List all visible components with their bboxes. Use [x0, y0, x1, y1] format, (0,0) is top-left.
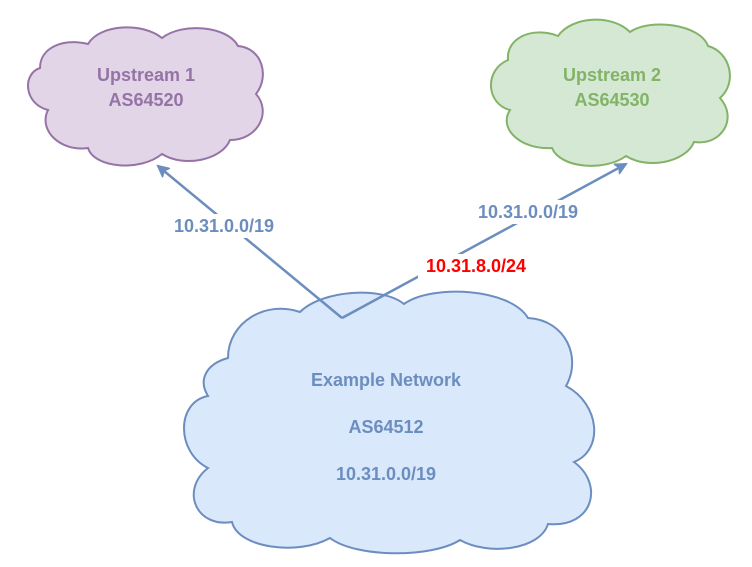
edge-label-upstream-1: 10.31.0.0/19: [173, 216, 275, 236]
example-network-asn: AS64512: [348, 417, 424, 437]
upstream-1-asn: AS64520: [108, 90, 184, 110]
edge-to-upstream-2: [341, 162, 626, 320]
upstream-1-cloud: [27, 26, 264, 167]
edge-label-bg: [470, 200, 586, 224]
example-network-cloud: [183, 290, 596, 555]
edge-label-bg: [418, 254, 534, 278]
upstream-2-cloud: [490, 18, 731, 167]
edge-label-upstream-2: 10.31.0.0/19: [477, 202, 579, 222]
edge-to-upstream-1: [158, 166, 343, 319]
edge-label-bg: [166, 214, 282, 238]
example-network-prefix: 10.31.0.0/19: [335, 464, 437, 484]
upstream-2-asn: AS64530: [574, 90, 650, 110]
upstream-1-name: Upstream 1: [96, 65, 196, 85]
edge-label-more-specific: 10.31.8.0/24: [425, 256, 527, 276]
upstream-2-name: Upstream 2: [562, 65, 662, 85]
example-network-name: Example Network: [310, 370, 462, 390]
